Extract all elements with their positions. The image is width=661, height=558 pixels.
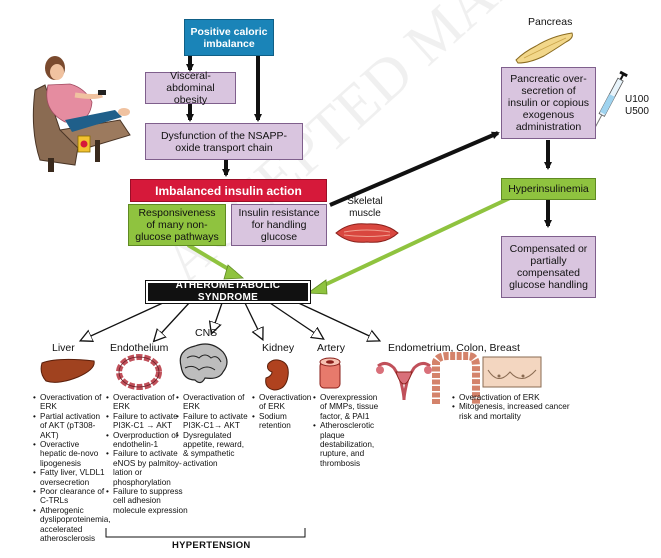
endometrium-title: Endometrium, Colon, Breast — [388, 342, 520, 354]
colon-icon — [432, 352, 480, 404]
u100-label: U100 — [625, 94, 649, 105]
nsapp-dysfunction-box: Dysfunction of the NSAPP-oxide transport… — [145, 123, 303, 160]
kidney-icon — [265, 359, 289, 391]
list-item: Sodium retention — [252, 412, 314, 431]
kidney-list: Overactivation of ERK Sodium retention — [252, 393, 314, 431]
list-item: Fatty liver, VLDL1 oversecretion — [33, 468, 107, 487]
brain-icon — [179, 343, 228, 384]
artery-icon — [319, 357, 341, 389]
insulin-resistance-box: Insulin resistance for handling glucose — [231, 204, 327, 246]
list-item: Overactive hepatic de-novo lipogenesis — [33, 440, 107, 468]
liver-icon — [40, 358, 95, 383]
hypertension-label: HYPERTENSION — [172, 540, 251, 551]
syringe-icon — [594, 70, 628, 132]
list-item: Overactivation of ERK — [176, 393, 250, 412]
responsiveness-box: Responsiveness of many non-glucose pathw… — [128, 204, 226, 246]
skeletal-muscle-label: Skeletal muscle — [347, 196, 383, 219]
breast-icon — [482, 356, 542, 388]
endothelium-title: Endothelium — [110, 342, 169, 354]
pancreatic-oversecretion-box: Pancreatic over-secretion of insulin or … — [501, 67, 596, 139]
woman-recliner-icon — [32, 56, 131, 172]
list-item: Partial activation of AKT (pT308-AKT) — [33, 412, 107, 440]
endothelium-icon — [116, 354, 162, 390]
list-item: Overactivation of ERK — [452, 393, 570, 403]
list-item: Poor clearance of C-TRLs — [33, 487, 107, 506]
liver-title: Liver — [52, 342, 75, 354]
liver-list: Overactivation of ERK Partial activation… — [33, 393, 111, 544]
cns-list: Overactivation of ERK Failure to activat… — [176, 393, 250, 468]
list-item: Overactivation of ERK — [252, 393, 314, 412]
pancreas-icon — [515, 32, 573, 64]
list-item: Atherogenic dyslipoproteinemia, accelera… — [33, 506, 111, 544]
list-item: Atherosclerotic plaque destabilization, … — [313, 421, 381, 468]
list-item: Failure to activate PI3K-C1→ AKT — [176, 412, 250, 431]
list-item: Overproduction of endothelin-1 — [106, 431, 188, 450]
positive-caloric-imbalance-box: Positive caloric imbalance — [184, 19, 274, 56]
list-item: Failure to suppress cell adhesion molecu… — [106, 487, 188, 515]
uterus-icon — [376, 361, 432, 401]
visceral-obesity-box: Visceral-abdominal obesity — [145, 70, 236, 106]
hyperinsulinemia-box: Hyperinsulinemia — [501, 178, 596, 200]
pancreas-label: Pancreas — [528, 16, 573, 28]
endothelium-list: Overactivation of ERK Failure to activat… — [106, 393, 188, 515]
list-item: Overactivation of ERK — [106, 393, 188, 412]
list-item: Failure to activate eNOS by palmitoy-lat… — [106, 449, 188, 487]
list-item: Dysregulated appetite, reward, & sympath… — [176, 431, 250, 469]
artery-list: Overexpression of MMPs, tissue factor, &… — [313, 393, 381, 468]
list-item: Failure to activate PI3K-C1 → AKT — [106, 412, 188, 431]
endometrium-list: Overactivation of ERK Mitogenesis, incre… — [452, 393, 570, 421]
list-item: Overactivation of ERK — [33, 393, 107, 412]
artery-title: Artery — [317, 342, 346, 354]
kidney-title: Kidney — [262, 342, 295, 354]
muscle-icon — [335, 223, 399, 243]
list-item: Mitogenesis, increased cancer risk and m… — [452, 402, 570, 421]
u500-label: U500 — [625, 106, 649, 117]
imbalanced-insulin-action-box: Imbalanced insulin action — [130, 179, 327, 202]
cns-title: CNS — [195, 327, 218, 339]
compensated-glucose-box: Compensated or partially compensated glu… — [501, 236, 596, 298]
atherometabolic-syndrome-box: ATHEROMETABOLIC SYNDROME — [145, 280, 311, 304]
list-item: Overexpression of MMPs, tissue factor, &… — [313, 393, 381, 421]
